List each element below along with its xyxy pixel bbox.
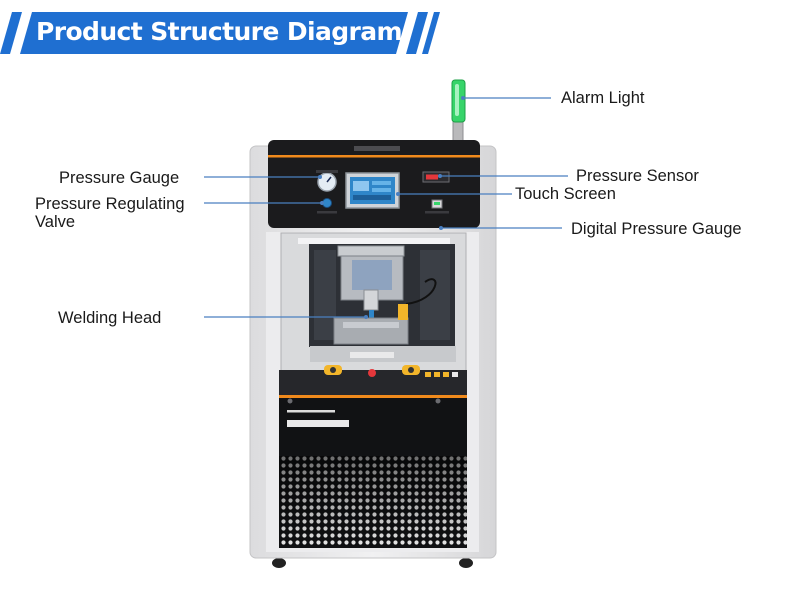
banner-bar	[20, 12, 408, 54]
touch-screen-bar-2	[372, 188, 391, 192]
model-plate-line-1	[287, 410, 335, 413]
indicator-2	[434, 372, 440, 377]
banner-stripe-right-2	[422, 12, 440, 54]
leader-dot-valve	[320, 201, 324, 205]
banner-stripe-right-1	[406, 12, 428, 54]
touch-screen-footer	[353, 195, 391, 200]
label-alarm-light: Alarm Light	[561, 89, 645, 107]
control-panel-nameplate	[354, 146, 400, 151]
label-pressure-gauge: Pressure Gauge	[59, 169, 180, 187]
pressure-sensor-readout	[426, 174, 438, 180]
chamber-side-panel-right	[420, 250, 450, 340]
label-pressure-regulating-valve: Pressure Regulating Valve	[35, 195, 185, 231]
panel-screw-left	[287, 398, 293, 404]
welding-head-bracket	[398, 304, 408, 320]
digital-pressure-gauge-readout	[434, 202, 440, 205]
indicator-1	[425, 372, 431, 377]
operation-panel-accent	[279, 395, 467, 398]
banner-stripe-left	[0, 12, 22, 54]
valve-tag	[317, 211, 337, 214]
digital-gauge-tag	[425, 211, 449, 214]
pressure-gauge-tag	[316, 170, 338, 173]
chamber-cable	[405, 278, 437, 305]
label-valve-line-1: Pressure Regulating	[35, 195, 185, 213]
leader-dot-touch-screen	[396, 192, 400, 196]
banner-shape	[0, 12, 440, 54]
leader-dot-pressure-sensor	[438, 174, 442, 178]
page-title: Product Structure Diagram	[36, 17, 403, 46]
leader-dot-welding-head	[364, 315, 368, 319]
indicator-4	[452, 372, 458, 377]
model-plate-info	[287, 420, 349, 427]
label-digital-pressure-gauge: Digital Pressure Gauge	[571, 220, 742, 238]
emergency-stop-button	[368, 369, 376, 377]
welding-head-transducer	[352, 260, 392, 290]
indicator-3	[443, 372, 449, 377]
chamber-light	[298, 238, 450, 244]
foot-right	[459, 558, 473, 568]
label-welding-head: Welding Head	[58, 309, 162, 327]
foot-left	[272, 558, 286, 568]
touch-screen-bar-1	[372, 181, 391, 185]
title-banner: Product Structure Diagram	[0, 12, 440, 54]
welding-anvil-plate	[343, 322, 399, 328]
chamber-base-tray	[350, 352, 394, 358]
welding-horn	[363, 289, 379, 311]
label-touch-screen: Touch Screen	[515, 185, 616, 203]
leader-dots	[318, 96, 465, 319]
leader-dot-digital-gauge	[439, 226, 443, 230]
touch-screen-widget	[353, 181, 369, 191]
leader-dot-pressure-gauge	[318, 175, 322, 179]
leader-lines	[204, 97, 568, 318]
control-panel-accent	[268, 155, 480, 158]
welding-head-top-plate	[337, 245, 405, 257]
chamber-side-panel-left	[314, 250, 336, 340]
welding-horn-tip	[369, 310, 374, 318]
leader-dot-alarm-light	[461, 96, 465, 100]
start-button-right-cap	[408, 367, 414, 373]
pressure-gauge-needle	[326, 176, 332, 183]
label-valve-line-2: Valve	[35, 213, 76, 231]
start-button-left-cap	[330, 367, 336, 373]
ventilation-grille-shade	[279, 456, 467, 546]
panel-screw-right	[435, 398, 441, 404]
label-pressure-sensor: Pressure Sensor	[576, 167, 699, 185]
welding-anvil-fixture	[333, 317, 409, 345]
alarm-light-highlight	[455, 84, 459, 116]
